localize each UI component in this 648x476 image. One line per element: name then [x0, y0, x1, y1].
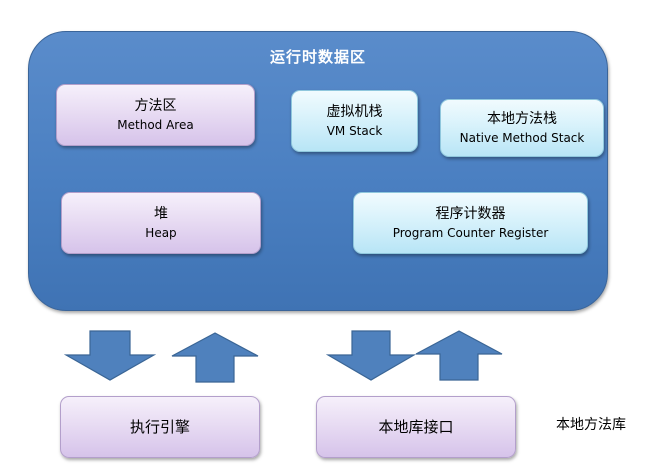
program-counter-box: 程序计数器 Program Counter Register — [353, 192, 588, 254]
up-arrow-right-icon — [415, 330, 503, 381]
native-method-stack-label-en: Native Method Stack — [459, 131, 585, 145]
program-counter-label-zh: 程序计数器 — [435, 206, 506, 222]
execution-engine-label: 执行引擎 — [129, 418, 190, 436]
method-area-box: 方法区 Method Area — [56, 84, 255, 146]
method-area-label-en: Method Area — [117, 118, 194, 132]
down-arrow-left-icon — [64, 330, 156, 381]
program-counter-label-en: Program Counter Register — [392, 226, 549, 240]
vm-stack-box: 虚拟机栈 VM Stack — [291, 90, 418, 152]
native-method-stack-label-zh: 本地方法栈 — [487, 111, 557, 127]
native-interface-label: 本地库接口 — [378, 418, 454, 436]
heap-box: 堆 Heap — [61, 192, 261, 254]
native-library-label: 本地方法库 — [556, 417, 626, 433]
execution-engine-box: 执行引擎 — [60, 396, 260, 458]
native-method-stack-box: 本地方法栈 Native Method Stack — [440, 99, 604, 157]
native-interface-box: 本地库接口 — [316, 396, 516, 458]
runtime-data-area-title: 运行时数据区 — [269, 48, 366, 66]
down-arrow-right-icon — [326, 330, 416, 381]
method-area-label-zh: 方法区 — [134, 98, 177, 114]
runtime-data-area: 运行时数据区 方法区 Method Area 虚拟机栈 VM Stack 本地方… — [28, 31, 608, 311]
up-arrow-left-icon — [171, 332, 259, 383]
heap-label-zh: 堆 — [154, 206, 168, 222]
vm-stack-label-zh: 虚拟机栈 — [326, 104, 383, 120]
heap-label-en: Heap — [145, 226, 177, 240]
vm-stack-label-en: VM Stack — [326, 124, 383, 138]
